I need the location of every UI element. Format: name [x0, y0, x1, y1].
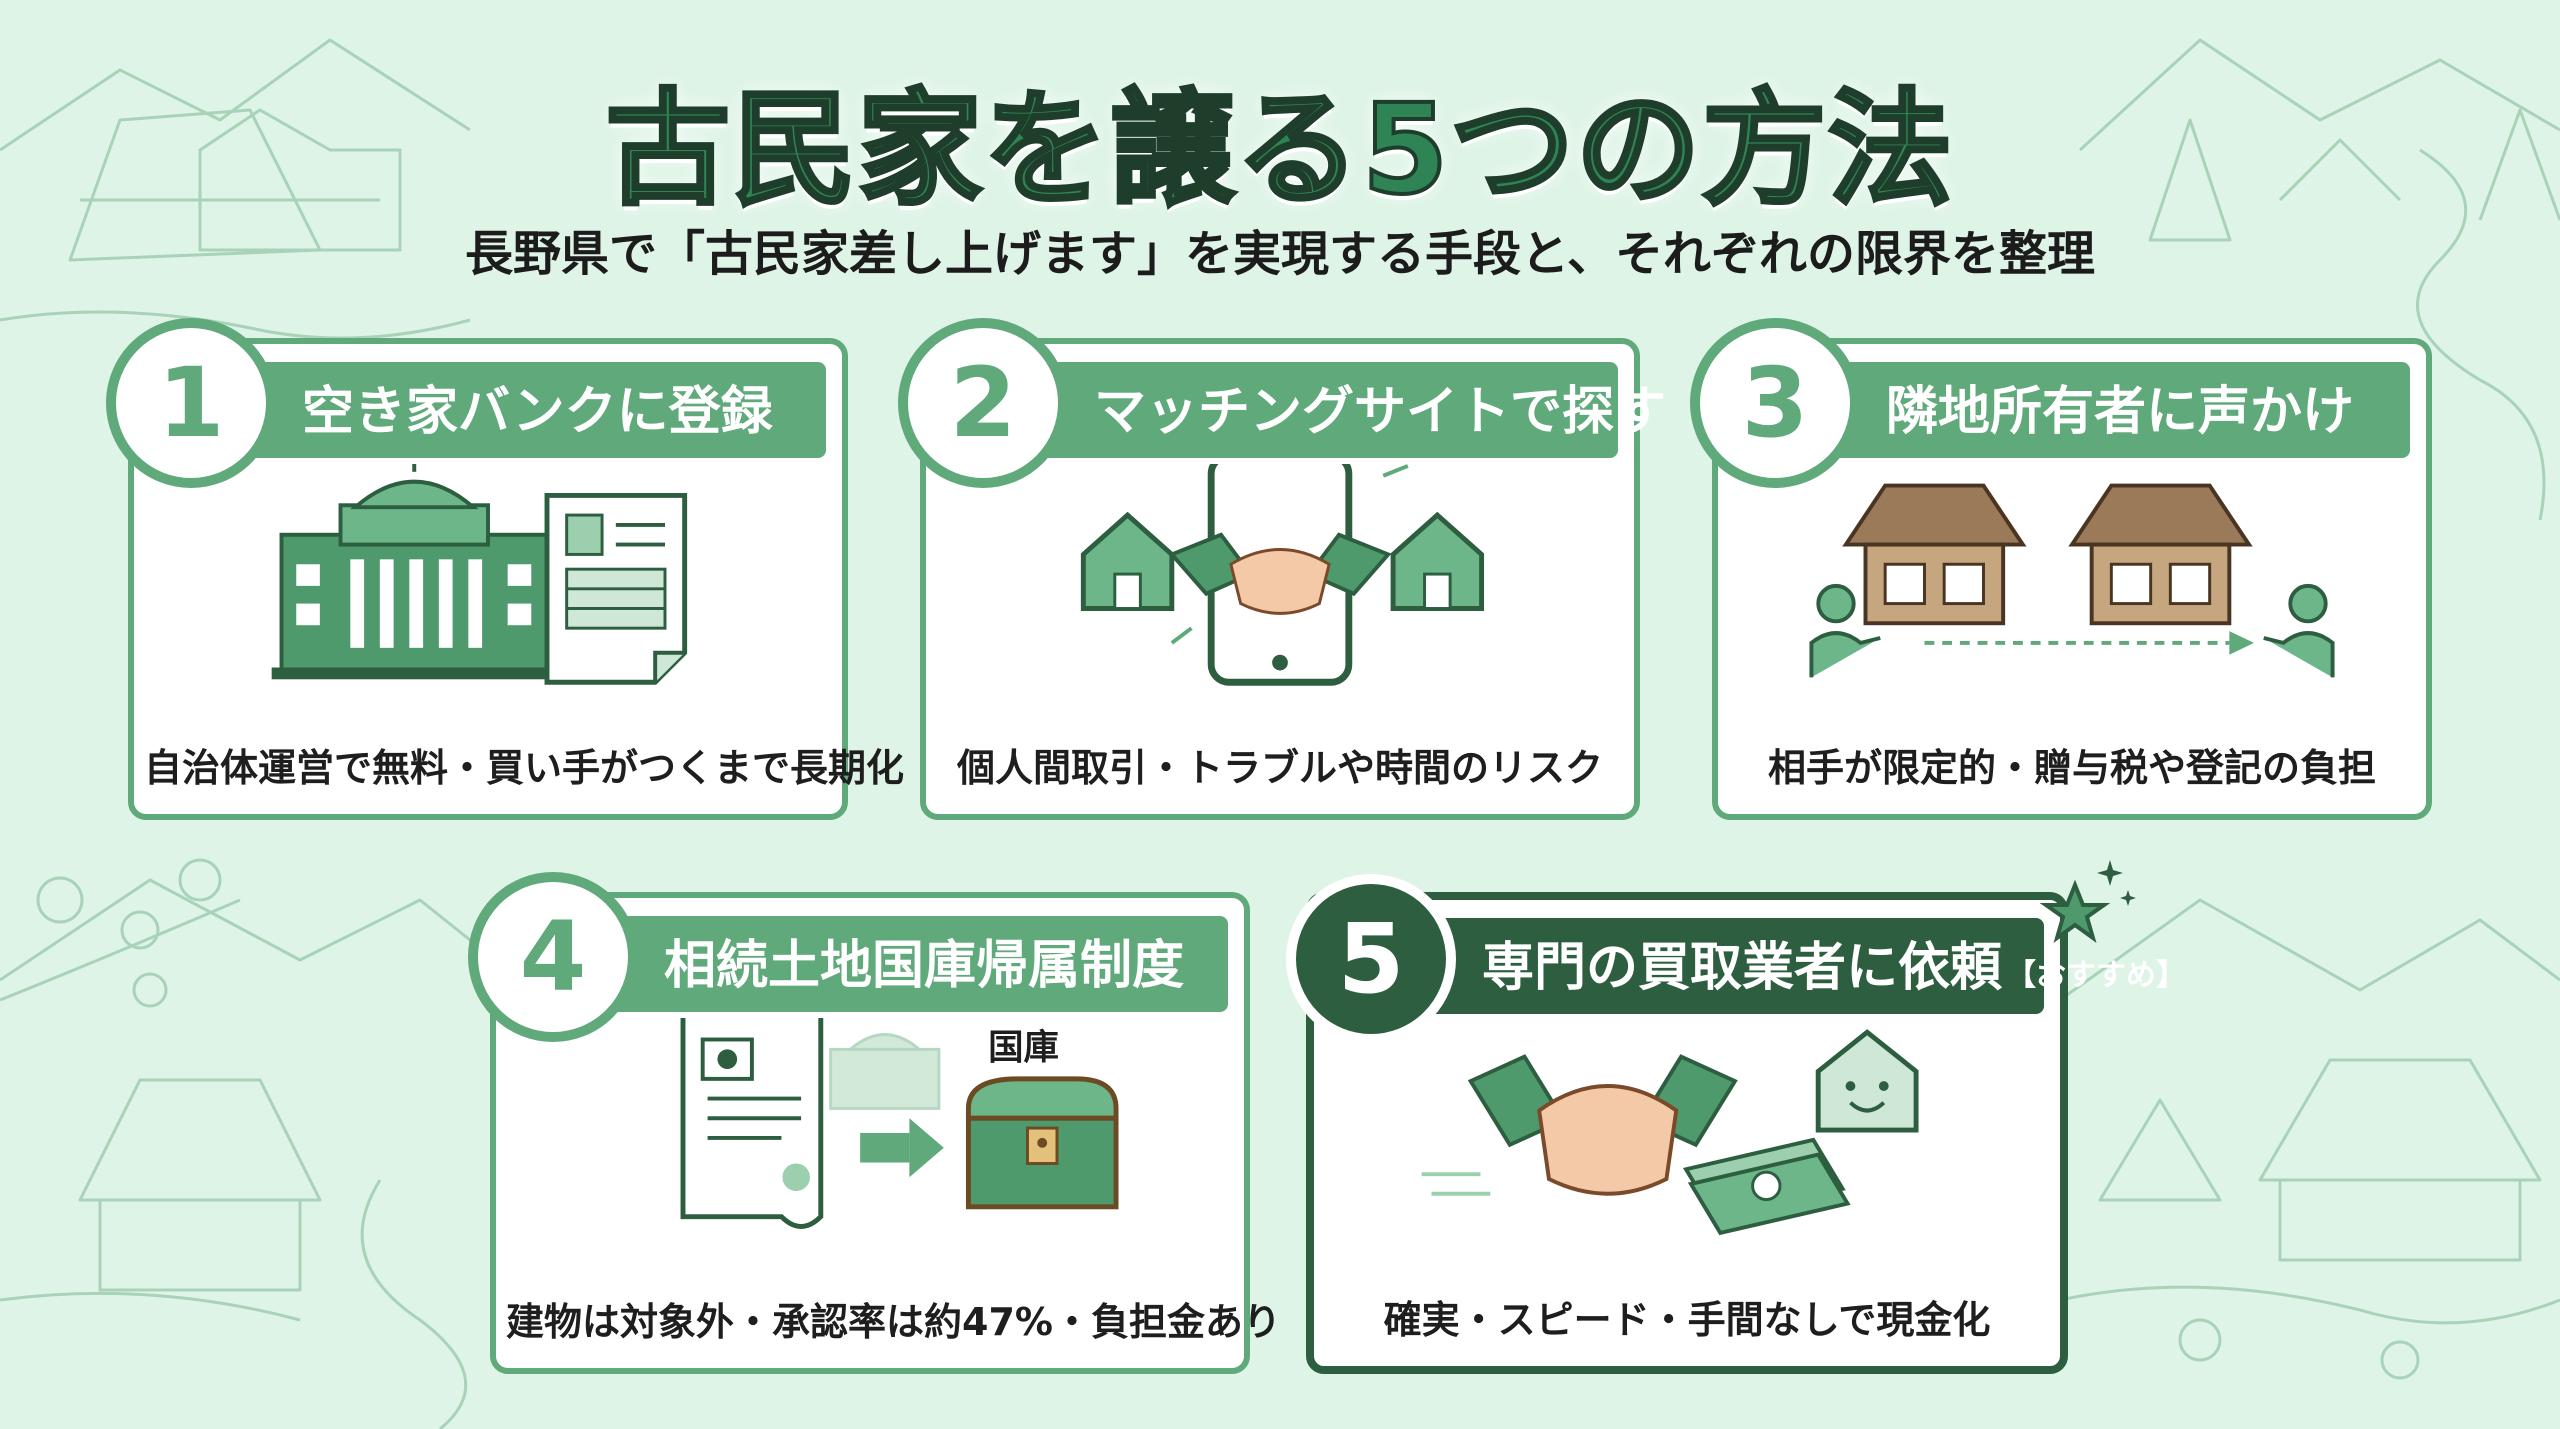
person-icon [1809, 583, 1881, 678]
smartphone-handshake-icon [1168, 464, 1409, 686]
card-title: 空き家バンクに登録 [302, 382, 773, 442]
treasure-chest-icon [965, 1076, 1119, 1210]
person-icon [2263, 583, 2335, 678]
document-scroll-icon [680, 1018, 824, 1229]
method-card-2: 2 マッチングサイトで探す 個人間取引・トラブルや時間のリスク [898, 318, 1667, 820]
thatched-house-icon [1842, 483, 2027, 626]
thatched-house-icon [2068, 483, 2253, 626]
method-card-5: 5 専門の買取業者に依頼【おすすめ】 確実・スピード・手間なしで現金化 [1286, 874, 2187, 1374]
arrow-right-icon [860, 1118, 944, 1178]
card-header [1808, 362, 2410, 458]
page-subtitle: 長野県で「古民家差し上げます」を実現する手段と、それぞれの限界を整理 [464, 226, 2096, 282]
star-icon [2040, 860, 2136, 944]
number-badge: 2 [898, 318, 1068, 488]
card-header [1404, 918, 2044, 1014]
government-building-icon [271, 464, 557, 680]
registration-document-icon [544, 492, 688, 685]
card-title: マッチングサイトで探す [1094, 382, 1667, 442]
page-title: 古民家を譲る5つの方法 [604, 76, 1955, 224]
card-caption: 個人間取引・トラブルや時間のリスク [956, 746, 1603, 790]
number-badge: 4 [468, 872, 638, 1042]
purchase-company-illustration [1421, 1029, 1919, 1236]
card-caption: 確実・スピード・手間なしで現金化 [1383, 1298, 1991, 1342]
smiling-house-icon [1815, 1029, 1919, 1133]
house-icon [1080, 511, 1175, 611]
number-badge: 1 [106, 318, 276, 488]
cash-stack-icon [1682, 1137, 1851, 1236]
method-card-4: 4 相続土地国庫帰属制度 国庫 建物は対象外・承認率は約47%・負担金あり [468, 872, 1281, 1374]
card-header [586, 916, 1228, 1012]
card-title: 隣地所有者に声かけ [1886, 382, 2355, 442]
card-caption: 相手が限定的・贈与税や登記の負担 [1767, 746, 2376, 790]
national-treasury-illustration: 国庫 [680, 1018, 1119, 1229]
arrow-icon [1924, 631, 2254, 655]
treasury-label: 国庫 [988, 1027, 1059, 1068]
number-badge: 5 [1286, 874, 1456, 1044]
government-registration-illustration [271, 464, 688, 685]
handshake-icon [1421, 1054, 1738, 1196]
card-header [1016, 362, 1618, 458]
house-icon [1390, 511, 1485, 611]
card-title: 専門の買取業者に依頼【おすすめ】 [1482, 938, 2187, 998]
recommended-tag: 【おすすめ】 [2006, 958, 2187, 993]
method-card-1: 1 空き家バンクに登録 自治体運営で無料・買い手がつくまで長期化 [106, 318, 905, 820]
matching-site-illustration [1080, 464, 1485, 686]
method-card-3: 3 隣地所有者に声かけ 相手が限定的・贈与税や登記の負担 [1690, 318, 2432, 820]
government-building-icon [829, 1033, 941, 1110]
neighbor-illustration [1809, 483, 2335, 678]
card-caption: 自治体運営で無料・買い手がつくまで長期化 [144, 746, 905, 790]
card-title: 相続土地国庫帰属制度 [664, 936, 1185, 996]
card-caption: 建物は対象外・承認率は約47%・負担金あり [506, 1300, 1281, 1344]
number-badge: 3 [1690, 318, 1860, 488]
card-header [224, 362, 826, 458]
